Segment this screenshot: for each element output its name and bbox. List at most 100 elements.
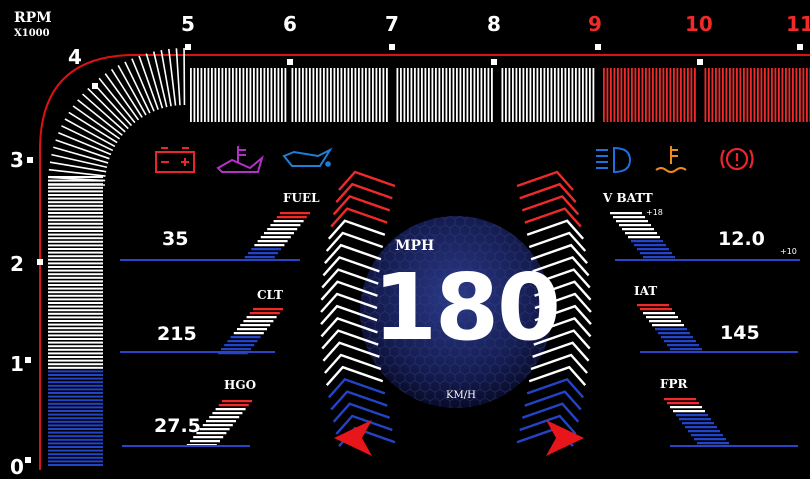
rpm-segment <box>208 68 210 122</box>
iat-label: IAT <box>634 284 657 298</box>
gauge-bar-segment <box>643 312 675 314</box>
gauge-bar-segment <box>643 256 675 258</box>
rpm-tick-label: 8 <box>487 12 501 36</box>
rpm-segment <box>48 230 103 232</box>
rpm-segment <box>215 68 217 122</box>
rpm-segment <box>204 68 206 122</box>
rpm-segment <box>48 363 103 365</box>
rpm-segment <box>540 68 542 122</box>
rpm-segment <box>729 68 731 122</box>
rpm-segment <box>239 68 241 122</box>
rpm-segment <box>656 68 658 122</box>
rpm-segment <box>796 68 798 122</box>
rpm-segment <box>432 68 434 122</box>
rpm-segment <box>229 68 231 122</box>
rpm-segment <box>502 68 504 122</box>
rpm-segment <box>582 68 584 122</box>
rpm-segment <box>376 68 378 122</box>
rpm-segment <box>274 68 276 122</box>
gauge-bar-segment <box>212 412 242 414</box>
rpm-segment <box>610 68 612 122</box>
gauge-bar-segment <box>628 236 660 238</box>
gauge-bar-segment <box>251 248 281 250</box>
rpm-segment <box>477 68 479 122</box>
gauge-bar-segment <box>237 328 267 330</box>
rpm-segment <box>48 378 103 380</box>
rpm-segment <box>369 68 371 122</box>
rpm-segment <box>418 68 420 122</box>
rpm-segment <box>313 68 315 122</box>
gauge-bar-segment <box>234 332 264 334</box>
rpm-segment <box>803 68 805 122</box>
rpm-segment <box>635 68 637 122</box>
rpm-tick-label: 7 <box>385 12 399 36</box>
chevron-mark <box>525 209 581 227</box>
rpm-segment <box>48 432 103 434</box>
gauge-bar-segment <box>631 240 663 242</box>
chevron-mark <box>522 196 578 214</box>
rpm-segment <box>48 302 103 304</box>
gauge-bar-segment <box>697 442 729 444</box>
gauge-bar-segment <box>688 430 720 432</box>
gauge-bar-segment <box>206 420 236 422</box>
gauge-bar-segment <box>658 332 690 334</box>
rpm-segment <box>48 414 103 416</box>
rpm-segment <box>225 68 227 122</box>
gauge-bar-segment <box>231 336 261 338</box>
gauge-bar-segment <box>261 236 291 238</box>
rpm-tick-marker <box>25 457 31 463</box>
fpr-label: FPR <box>660 377 688 391</box>
rpm-segment <box>285 68 287 122</box>
rpm-segment <box>652 68 654 122</box>
rpm-segment <box>743 68 745 122</box>
rpm-segment <box>48 406 103 408</box>
rpm-segment <box>211 68 213 122</box>
rpm-segment <box>48 450 103 452</box>
rpm-tick-label: 6 <box>283 12 297 36</box>
rpm-segment <box>621 68 623 122</box>
gauge-bar-segment <box>634 244 666 246</box>
rpm-segment <box>48 208 103 210</box>
rpm-segment <box>505 68 507 122</box>
rpm-segment <box>48 396 103 398</box>
rpm-segment <box>474 68 476 122</box>
rpm-segment <box>684 68 686 122</box>
rpm-segment <box>48 316 103 318</box>
rpm-segment <box>750 68 752 122</box>
rpm-segment <box>48 306 103 308</box>
rpm-segment <box>48 295 103 297</box>
rpm-tick-marker <box>27 157 33 163</box>
left-turn-arrow-icon <box>334 420 372 456</box>
rpm-segment <box>425 68 427 122</box>
chevron-mark <box>527 221 583 239</box>
rpm-segment <box>761 68 763 122</box>
rpm-segment <box>442 68 444 122</box>
rpm-segment <box>572 68 574 122</box>
rpm-segment <box>768 68 770 122</box>
rpm-segment <box>327 68 329 122</box>
rpm-segment <box>421 68 423 122</box>
coolant-temp-icon <box>656 146 686 172</box>
rpm-segment <box>236 68 238 122</box>
rpm-segment <box>48 259 103 261</box>
rpm-segment <box>48 367 103 369</box>
chevron-mark <box>336 184 392 202</box>
rpm-segment <box>48 327 103 329</box>
rpm-segment <box>48 324 103 326</box>
rpm-segment <box>48 381 103 383</box>
vbatt-max-label: +18 <box>646 208 663 217</box>
rpm-segment <box>112 69 143 117</box>
rpm-segment <box>48 446 103 448</box>
rpm-segment <box>558 68 560 122</box>
rpm-segment <box>48 241 103 243</box>
gauge-bar-segment <box>685 426 717 428</box>
rpm-segment <box>48 244 103 246</box>
rpm-segment <box>48 219 103 221</box>
rpm-segment <box>516 68 518 122</box>
rpm-segment <box>799 68 801 122</box>
gauge-bar-segment <box>664 398 696 400</box>
rpm-segment <box>243 68 245 122</box>
rpm-segment <box>48 234 103 236</box>
rpm-segment <box>48 255 103 257</box>
gauge-bar-segment <box>625 232 657 234</box>
